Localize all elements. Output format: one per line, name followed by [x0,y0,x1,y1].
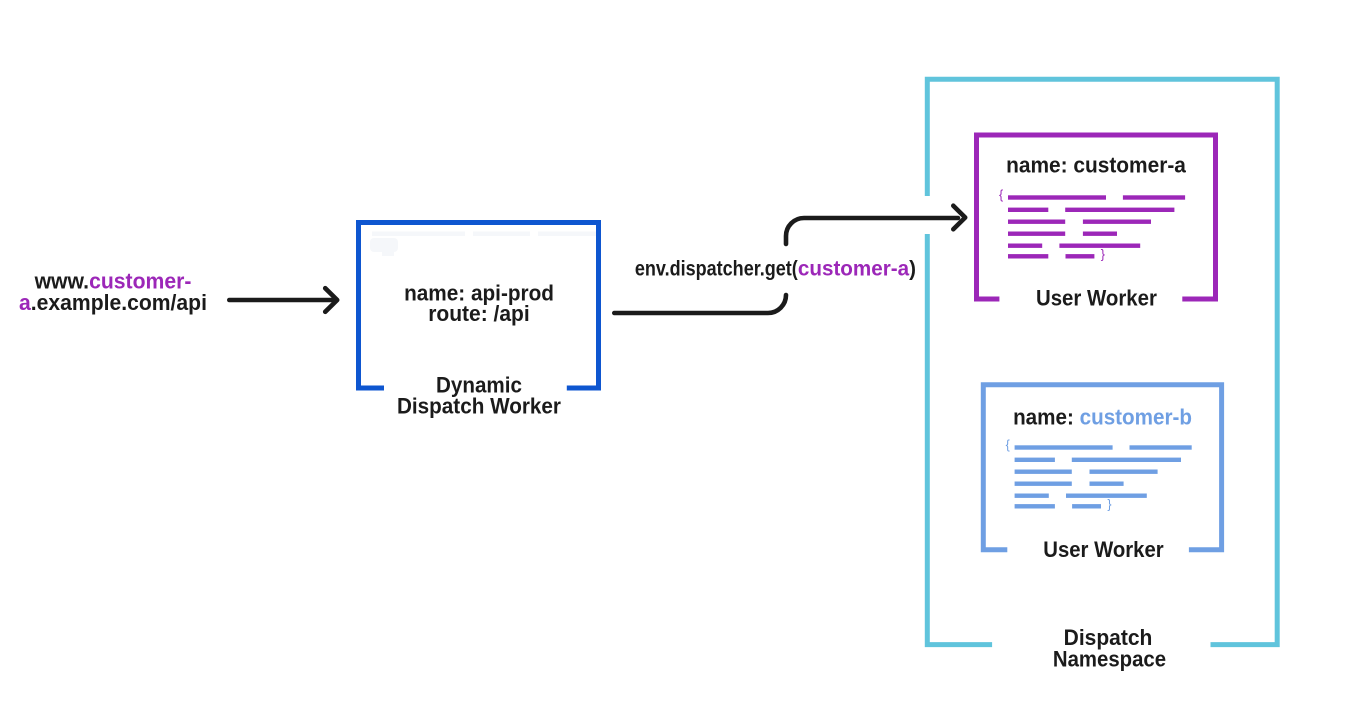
svg-text:name: api-prod: name: api-prod [404,281,554,306]
svg-text:name: customer-a: name: customer-a [1006,153,1187,178]
svg-text:www.customer-: www.customer- [34,268,192,293]
svg-text:customer-a): customer-a) [798,257,916,280]
svg-text:Namespace: Namespace [1053,648,1166,672]
svg-text:env.dispatcher.get(: env.dispatcher.get( [635,257,798,281]
svg-text:Dispatch: Dispatch [1064,626,1153,651]
svg-text:route: /api: route: /api [428,301,529,326]
svg-text:Dynamic: Dynamic [436,373,522,398]
svg-text:Dispatch Worker: Dispatch Worker [397,394,561,419]
svg-text:name: customer-b: name: customer-b [1013,405,1192,430]
svg-text:User Worker: User Worker [1036,287,1157,311]
svg-text:User Worker: User Worker [1043,538,1163,562]
svg-text:a.example.com/api: a.example.com/api [19,290,207,315]
